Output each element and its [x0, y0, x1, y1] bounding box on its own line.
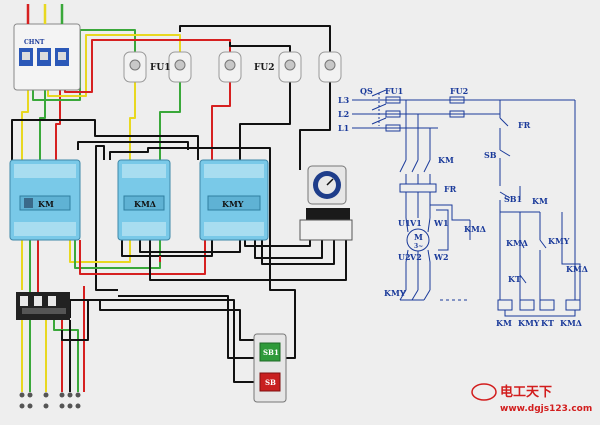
fu1-label: FU1 — [150, 63, 171, 73]
fuse-holder — [123, 51, 147, 83]
l1-label: L1 — [338, 123, 349, 133]
coil-kmy-label: KMY — [518, 318, 540, 328]
breaker-brand-label: CHNT — [24, 39, 45, 46]
contactor-km-label: KM — [38, 199, 54, 209]
sb1-label: SB1 — [504, 194, 522, 204]
motor-label: M — [414, 232, 423, 242]
fuse-holders — [123, 51, 342, 83]
kmy-main-label: KMY — [384, 288, 406, 298]
u1-label: U1 — [398, 218, 411, 228]
km-aux-label: KM — [532, 196, 548, 206]
fuse-holder — [168, 51, 192, 83]
fuse-holder — [218, 51, 242, 83]
v2-label: V2 — [409, 252, 422, 262]
kmy-nc-label: KMY — [548, 236, 570, 246]
watermark: 电工天下 www.dgjs123.com — [471, 383, 592, 414]
kt-nc-label: KT — [508, 274, 521, 284]
timer-relay — [299, 165, 353, 241]
contactor-km: KM — [9, 159, 81, 241]
fr-ctrl-label: FR — [518, 120, 531, 130]
km-main-label: KM — [438, 155, 454, 165]
kmd-main-label: KMΔ — [464, 224, 486, 234]
coil-kmd-label: KMΔ — [560, 318, 582, 328]
motor-phase-label: 3~ — [414, 243, 423, 250]
w1-label: W1 — [433, 218, 449, 228]
watermark-brand: 电工天下 — [500, 384, 552, 400]
contactor-kmy-label: KMY — [222, 199, 244, 209]
kmd-no-label: KMΔ — [566, 264, 588, 274]
fu1-schem-label: FU1 — [385, 86, 403, 96]
schematic-labels: QS FU1 FU2 L3 L2 L1 KM FR U1 V1 W1 M 3~ … — [338, 86, 588, 328]
motor-terminals — [19, 392, 81, 409]
start-button-label: SB1 — [263, 348, 279, 357]
contactor-kmd: KMΔ — [117, 159, 171, 241]
fuse-holder — [278, 51, 302, 83]
kmd-nc-label: KMΔ — [506, 238, 528, 248]
u2-label: U2 — [398, 252, 411, 262]
watermark-url: www.dgjs123.com — [500, 404, 592, 414]
stop-button-label: SB — [265, 378, 276, 387]
l3-label: L3 — [338, 95, 350, 105]
l2-label: L2 — [338, 109, 349, 119]
v1-label: V1 — [409, 218, 422, 228]
qs-label: QS — [360, 86, 373, 96]
sb-label: SB — [484, 150, 497, 160]
coil-kt-label: KT — [541, 318, 554, 328]
schematic-drawing — [352, 89, 581, 317]
thermal-overload-relay — [16, 292, 70, 320]
wires — [11, 25, 347, 392]
contactor-kmy: KMY — [199, 159, 269, 241]
w2-label: W2 — [433, 252, 449, 262]
contactor-kmd-label: KMΔ — [134, 199, 156, 209]
fu2-schem-label: FU2 — [450, 86, 468, 96]
button-box: SB1 SB — [253, 333, 287, 403]
coil-km-label: KM — [496, 318, 512, 328]
watermark-logo-icon — [471, 383, 497, 401]
fuse-holder — [318, 51, 342, 83]
fr-main-label: FR — [444, 184, 457, 194]
fu2-label: FU2 — [254, 63, 275, 73]
circuit-breaker: CHNT — [13, 23, 81, 91]
